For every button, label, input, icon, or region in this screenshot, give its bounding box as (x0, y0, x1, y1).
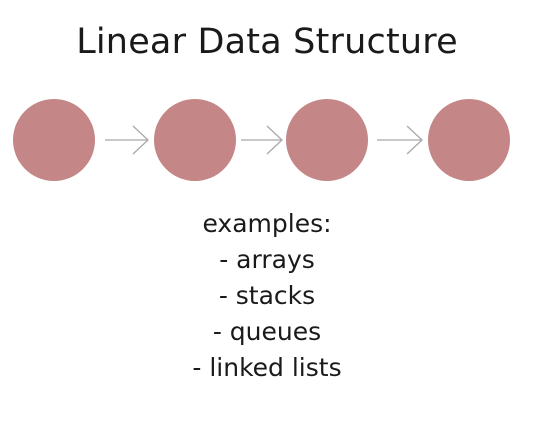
node-2 (154, 99, 236, 181)
example-item-linked-lists: - linked lists (192, 353, 342, 382)
example-item-arrays: - arrays (219, 245, 315, 274)
examples-list: examples: - arrays - stacks - queues - l… (0, 206, 534, 386)
example-item-stacks: - stacks (218, 281, 316, 310)
node-1 (13, 99, 95, 181)
arrow-1 (105, 125, 149, 155)
arrow-2 (241, 125, 283, 155)
node-4 (428, 99, 510, 181)
arrow-3 (377, 125, 423, 155)
diagram-title: Linear Data Structure (76, 22, 458, 62)
examples-heading: examples: (202, 209, 332, 238)
example-item-queues: - queues (212, 317, 322, 346)
node-3 (286, 99, 368, 181)
